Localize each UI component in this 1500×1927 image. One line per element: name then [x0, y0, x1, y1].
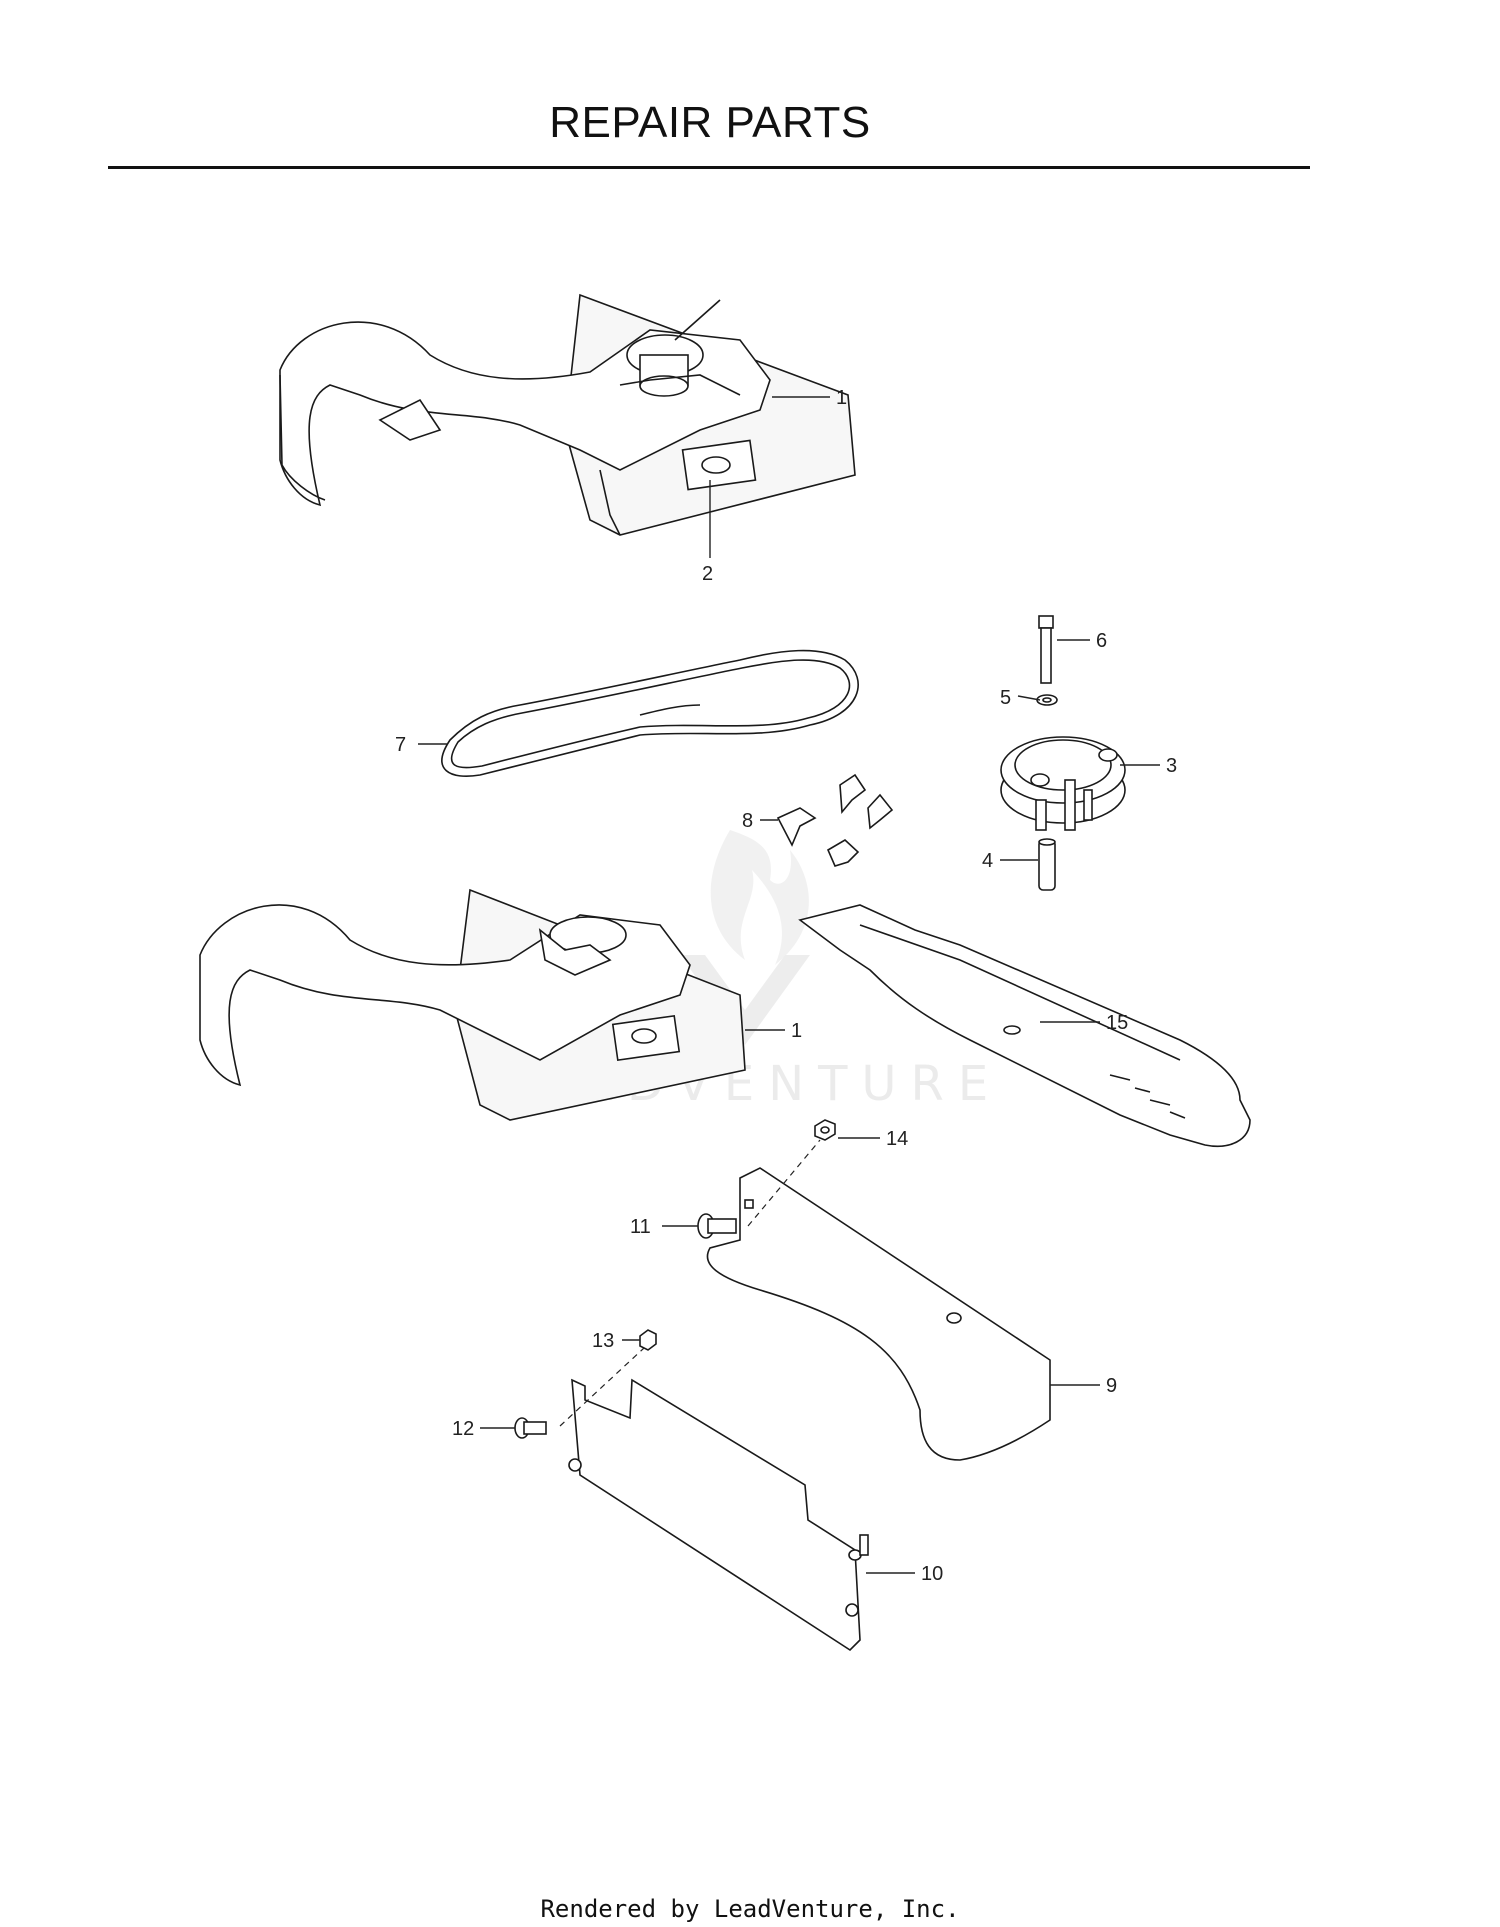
callout-13: 13: [592, 1330, 614, 1352]
callout-12: 12: [452, 1418, 474, 1440]
title-rule: [108, 166, 1310, 169]
callout-7: 7: [395, 734, 406, 756]
callout-9: 9: [1106, 1375, 1117, 1397]
part-6-bolt: [1038, 615, 1054, 684]
leader-lines: [418, 396, 1160, 1574]
callout-8: 8: [742, 810, 753, 832]
callout-1-top: 1: [836, 387, 847, 409]
part-3-pulley: [1000, 736, 1126, 831]
callout-1-bottom: 1: [791, 1020, 802, 1042]
part-11-bolt: [697, 1213, 737, 1239]
part-7-belt: [441, 649, 859, 777]
callout-15: 15: [1106, 1012, 1128, 1034]
callout-2: 2: [702, 563, 713, 585]
callout-6: 6: [1096, 630, 1107, 652]
part-8-knobs: [776, 773, 894, 867]
part-15-blade: [798, 904, 1251, 1147]
callout-3: 3: [1166, 755, 1177, 777]
part-4-pin: [1038, 838, 1056, 891]
callout-11: 11: [630, 1216, 651, 1238]
part-9-bracket: [706, 1167, 1051, 1461]
part-1-top-housing: [279, 293, 856, 536]
callout-labels: 1 2 6 5 7 3 8 4 1 15 14 11 9 13 12 10: [395, 387, 1177, 1585]
part-1-bottom-housing: [199, 888, 746, 1121]
dashed-guides: [559, 1139, 821, 1427]
footer-credit: Rendered by LeadVenture, Inc.: [540, 1895, 960, 1923]
callout-4: 4: [982, 850, 993, 872]
part-13-nut: [639, 1329, 657, 1351]
page-title: REPAIR PARTS: [549, 98, 871, 147]
part-14-nut: [814, 1119, 836, 1141]
callout-10: 10: [921, 1563, 943, 1585]
part-12-bolt: [514, 1417, 547, 1439]
callout-5: 5: [1000, 687, 1011, 709]
callout-14: 14: [886, 1128, 908, 1150]
part-10-plate: [568, 1378, 869, 1652]
